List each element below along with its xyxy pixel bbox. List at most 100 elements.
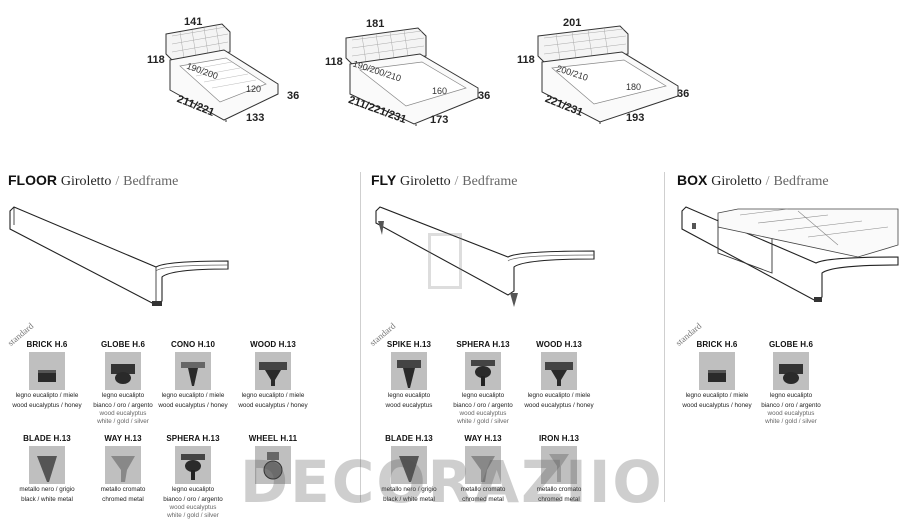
foot-name: BRICK H.6 (26, 340, 68, 349)
foot-name: WAY H.13 (104, 434, 142, 443)
section-slash: / (454, 174, 459, 189)
foot-material-2: wood eucalyptus / honey (524, 402, 594, 409)
foot-material: metallo cromato (100, 486, 146, 493)
section-title-it: Giroletto (711, 174, 762, 189)
foot-name: WAY H.13 (464, 434, 502, 443)
section-title-floor: FLOOR Giroletto / Bedframe (8, 172, 178, 190)
foot-material: metallo cromato (536, 486, 582, 493)
foot-material: legno eucalipto / miele (527, 392, 591, 399)
section-title-en: Bedframe (462, 174, 518, 189)
foot-material-2: bianco / oro / argento (93, 402, 153, 409)
section-code: FLOOR (8, 172, 57, 188)
bed-width: 141 (184, 16, 203, 28)
section-divider (360, 172, 361, 502)
foot-name: CONO H.10 (170, 340, 216, 349)
foot-material: metallo cromato (460, 486, 506, 493)
section-title-it: Giroletto (400, 174, 451, 189)
foot-name: GLOBE H.6 (100, 340, 146, 349)
foot-blade-icon (29, 446, 65, 484)
foot-option-blade: BLADE H.13 metallo nero / grigio black / w… (368, 434, 450, 504)
foot-material-3: wood eucalyptus (169, 504, 217, 511)
bed-drawing (165, 23, 279, 122)
foot-name: IRON H.13 (538, 434, 580, 443)
watermark-logo-icon (428, 233, 462, 289)
section-slash: / (115, 174, 120, 189)
bed-drawing (345, 27, 479, 126)
foot-brick-icon (29, 352, 65, 390)
foot-name: BLADE H.13 (23, 434, 71, 443)
foot-sphera-icon (465, 352, 501, 390)
bed-width: 201 (563, 17, 582, 29)
foot-material: legno eucalipto (171, 486, 215, 493)
foot-material-2: wood eucalyptus / honey (158, 402, 228, 409)
section-code: BOX (677, 172, 708, 188)
foot-material: legno eucalipto (461, 392, 505, 399)
foot-blade-icon (391, 446, 427, 484)
foot-way-icon (465, 446, 501, 484)
frame-height: 36 (677, 88, 690, 100)
foot-material: metallo nero / grigio (19, 486, 75, 493)
bed-height: 118 (147, 54, 165, 66)
bed-depth: 133 (246, 112, 265, 124)
bed-height: 118 (325, 56, 343, 68)
foot-material: metallo nero / grigio (381, 486, 437, 493)
foot-material-2: bianco / oro / argento (761, 402, 821, 409)
section-title-en: Bedframe (123, 174, 179, 189)
section-title-it: Giroletto (60, 174, 112, 189)
foot-material-3: wood eucalyptus (459, 410, 507, 417)
foot-name: WOOD H.13 (250, 340, 296, 349)
foot-name: BLADE H.13 (385, 434, 433, 443)
frame-height: 36 (478, 90, 491, 102)
foot-material-2: wood eucalyptus / honey (238, 402, 308, 409)
foot-material-4: white / gold / silver (457, 418, 509, 425)
foot-globe-icon (773, 352, 809, 390)
foot-option-sphera: SPHERA H.13 legno eucalipto bianco / oro /… (152, 434, 234, 520)
section-title-en: Bedframe (773, 174, 829, 189)
foot-option-cono: CONO H.10 legno eucalipto / miele wood euc… (152, 340, 234, 410)
foot-spike-icon (391, 352, 427, 390)
foot-sphera-icon (175, 446, 211, 484)
foot-name: BRICK H.6 (696, 340, 738, 349)
foot-option-wood: WOOD H.13 legno eucalipto / miele wood euc… (518, 340, 600, 410)
foot-material-2: wood eucalyptus (385, 402, 433, 409)
mattress-width: 160 (432, 86, 448, 96)
foot-material-2: black / white metal (383, 496, 435, 503)
foot-material-2: chromed metal (462, 496, 504, 503)
foot-material: legno eucalipto / miele (241, 392, 305, 399)
bed-depth: 193 (626, 112, 645, 124)
frame-height: 36 (287, 90, 300, 102)
bed-height: 118 (517, 54, 535, 66)
floor-frame-drawing (9, 206, 229, 306)
foot-name: WOOD H.13 (536, 340, 582, 349)
foot-material-2: bianco / oro / argento (163, 496, 223, 503)
foot-material: legno eucalipto / miele (161, 392, 225, 399)
foot-material-2: wood eucalyptus / honey (12, 402, 82, 409)
foot-wheel-icon (255, 446, 291, 484)
foot-wood-icon (541, 352, 577, 390)
foot-option-way: WAY H.13 metallo cromato chromed metal (82, 434, 164, 504)
foot-material-4: white / gold / silver (97, 418, 149, 425)
foot-name: SPHERA H.13 (456, 340, 510, 349)
watermark: DECORAZIIO (240, 448, 664, 516)
bed-depth: 173 (430, 114, 449, 126)
foot-globe-icon (105, 352, 141, 390)
foot-cono-icon (175, 352, 211, 390)
section-title-box: BOX Giroletto / Bedframe (677, 172, 829, 190)
section-title-fly: FLY Giroletto / Bedframe (371, 172, 517, 190)
foot-name: WHEEL H.11 (248, 434, 298, 443)
foot-material-2: bianco / oro / argento (453, 402, 513, 409)
foot-material-2: chromed metal (102, 496, 144, 503)
foot-option-wheel: WHEEL H.11 (232, 434, 314, 484)
foot-brick-icon (699, 352, 735, 390)
box-frame-drawing (681, 206, 899, 302)
foot-wood-icon (255, 352, 291, 390)
foot-name: SPHERA H.13 (166, 434, 220, 443)
foot-material-3: wood eucalyptus (767, 410, 815, 417)
foot-option-way: WAY H.13 metallo cromato chromed metal (442, 434, 524, 504)
section-slash: / (765, 174, 770, 189)
